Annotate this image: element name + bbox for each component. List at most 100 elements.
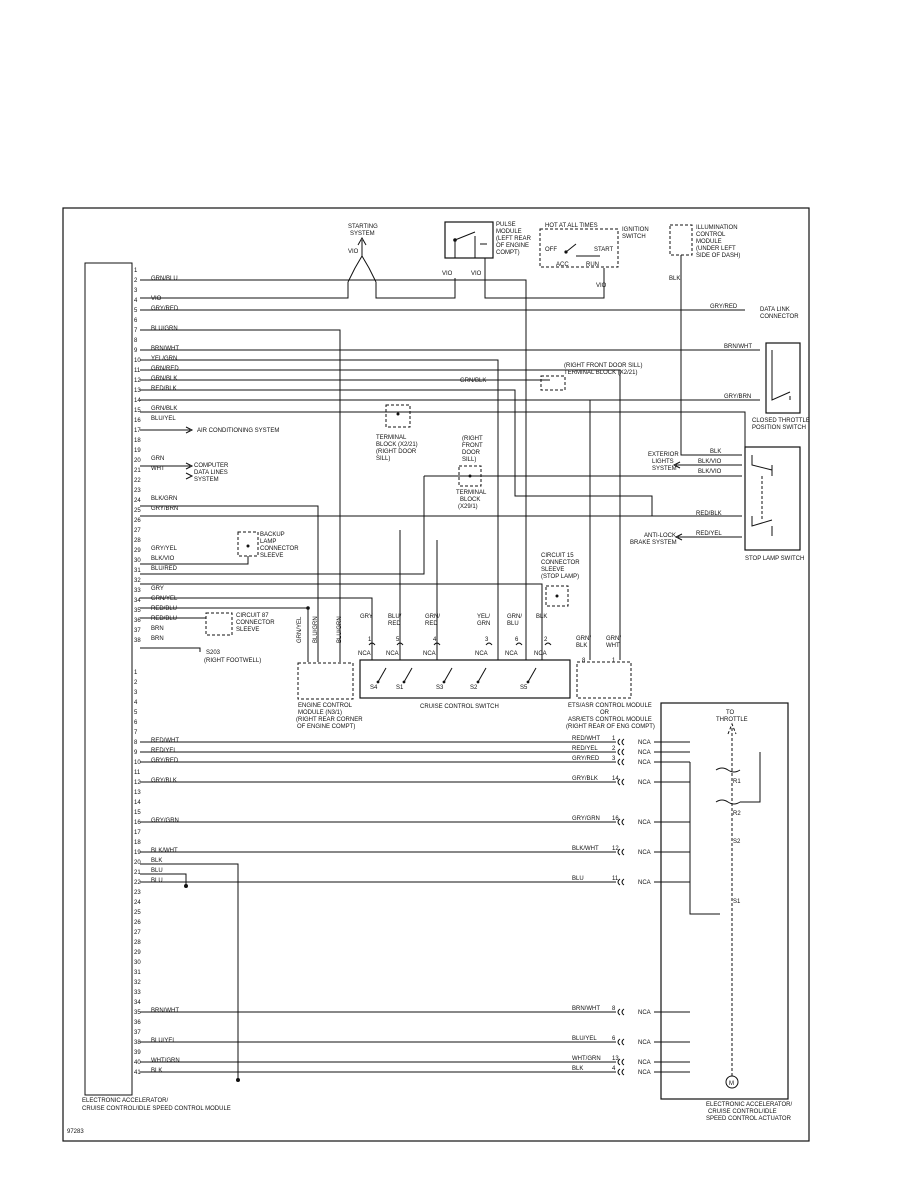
wire-blk-illum	[680, 255, 742, 456]
actuator-r-feed	[740, 752, 761, 803]
actuator-connector-mark	[617, 758, 625, 766]
pin-number: 16	[134, 418, 141, 424]
splice-grn-yel	[306, 606, 310, 610]
actuator-nca: NCA	[638, 1040, 651, 1046]
pin-number: 25	[134, 910, 141, 916]
ets-label-1: ETS/ASR CONTROL MODULE	[568, 703, 652, 709]
pin-wire-color: RED/BLK	[151, 386, 177, 392]
pin-wire-color: BLU/YEL	[151, 416, 176, 422]
computer-data-label-3: SYSTEM	[194, 477, 219, 483]
closed-throttle-switch-box	[765, 342, 801, 414]
pin-number: 11	[134, 368, 141, 374]
red-yel-label-top: RED/YEL	[696, 531, 722, 537]
pin-number: 34	[134, 598, 141, 604]
cruise-pin: 2	[544, 637, 548, 643]
pin-wire-color: BLU	[151, 868, 163, 874]
illum-label-3: MODULE	[696, 239, 722, 245]
pin-number: 16	[134, 820, 141, 826]
ground-label-1: S203	[206, 650, 221, 656]
actuator-wire-color: BLK/WHT	[572, 846, 599, 852]
pin-wire-color: GRN/BLU	[151, 276, 178, 282]
wire-brn-ground	[140, 647, 201, 652]
wire-blu-red	[140, 583, 543, 660]
ignition-node	[564, 250, 568, 254]
actuator-nca: NCA	[638, 1060, 651, 1066]
cruise-wire-label: GRN/	[507, 614, 522, 620]
actuator-wire-color: BRN/WHT	[572, 1006, 600, 1012]
actuator-wire-pin: 13	[612, 1056, 619, 1062]
cruise-nca: NCA	[534, 651, 547, 657]
pin-number: 18	[134, 438, 141, 444]
pin-number: 20	[134, 458, 141, 464]
cruise-wire-label: GRY	[360, 614, 373, 620]
pulse-module-box	[444, 221, 494, 259]
wire-grn-red	[140, 369, 621, 660]
vio-label-ign: VIO	[596, 283, 607, 289]
ac-arrow	[185, 426, 194, 434]
actuator-nca: NCA	[638, 1070, 651, 1076]
actuator-label-2: CRUISE CONTROL/IDLE	[708, 1109, 777, 1115]
cruise-switch-name: S3	[436, 685, 444, 691]
actuator-wire-pin: 4	[612, 1066, 616, 1072]
wire-blu-splice	[140, 873, 187, 886]
pulse-module-label-3: (LEFT REAR	[496, 236, 532, 242]
actuator-wire-pin: 8	[612, 1006, 616, 1012]
pin-number: 35	[134, 1010, 141, 1016]
actuator-wire-pin: 6	[612, 1036, 616, 1042]
ecm-wire-1: GRN/YEL	[297, 616, 303, 643]
ets-wire-label: GRN/	[606, 636, 621, 642]
pin-number: 9	[134, 750, 138, 756]
pin-number: 37	[134, 1030, 141, 1036]
pin-number: 34	[134, 1000, 141, 1006]
pin-wire-color: GRN/YEL	[151, 596, 178, 602]
wire-grn-blu	[140, 279, 527, 660]
actuator-wire-pin: 16	[612, 816, 619, 822]
computer-data-arrows	[185, 462, 194, 480]
pin-number: 5	[134, 710, 138, 716]
pin-number: 26	[134, 920, 141, 926]
cruise-pin: 1	[368, 637, 372, 643]
ecm-label-4: OF ENGINE COMPT)	[297, 724, 355, 730]
ground-label-2: (RIGHT FOOTWELL)	[204, 658, 261, 664]
actuator-wire-pin: 2	[612, 746, 616, 752]
pin-number: 12	[134, 780, 141, 786]
pin-wire-color: BRN/WHT	[151, 346, 179, 352]
wire-grn-blk-ets	[140, 399, 591, 660]
pin-number: 20	[134, 860, 141, 866]
circuit-sleeve-label-3: SLEEVE	[236, 627, 259, 633]
closed-throttle-contact	[771, 350, 791, 401]
cruise-wire-group: GRY1NCABLU/RED5NCAGRN/RED4NCAYEL/GRN3NCA…	[358, 530, 552, 660]
cruise-switch-blade	[377, 667, 387, 683]
backup-label-4: SLEEVE	[260, 553, 283, 559]
computer-data-label-1: COMPUTER	[194, 463, 229, 469]
cruise-wire-label: BLK	[536, 614, 547, 620]
pin-number: 8	[134, 740, 138, 746]
wire-vio-pulse	[375, 278, 456, 299]
pin-number: 10	[134, 760, 141, 766]
cruise-pin: 3	[485, 637, 489, 643]
backup-label-2: LAMP	[260, 539, 276, 545]
pin-wire-color: GRY/YEL	[151, 546, 178, 552]
module-label-2: CRUISE CONTROL/IDLE SPEED CONTROL MODULE	[82, 1106, 231, 1112]
pulse-module-label-2: MODULE	[496, 229, 522, 235]
tb-left-label-2: BLOCK (X2/21)	[376, 442, 418, 448]
red-blk-label: RED/BLK	[696, 511, 722, 517]
tb-left-label-3: (RIGHT DOOR	[376, 449, 417, 455]
backup-label-3: CONNECTOR	[260, 546, 299, 552]
tb-left-node	[396, 412, 400, 416]
pin-number: 2	[134, 278, 138, 284]
pin-wire-color: BLU	[151, 878, 163, 884]
actuator-motor	[725, 1075, 739, 1089]
pin-number: 17	[134, 830, 141, 836]
pin-wire-color: GRN/BLK	[151, 376, 177, 382]
pin-number: 30	[134, 558, 141, 564]
actuator-connector-mark	[617, 738, 625, 746]
actuator-connector-mark	[617, 878, 625, 886]
pulse-module-label-1: PULSE	[496, 222, 516, 228]
cruise-wire-label: YEL/	[477, 614, 490, 620]
cruise-nca: NCA	[423, 651, 436, 657]
wire-vio-ignition	[484, 258, 605, 299]
pin-wire-color: RED/YEL	[151, 748, 177, 754]
pin-number: 6	[134, 720, 138, 726]
ign-acc: ACC	[556, 262, 569, 268]
